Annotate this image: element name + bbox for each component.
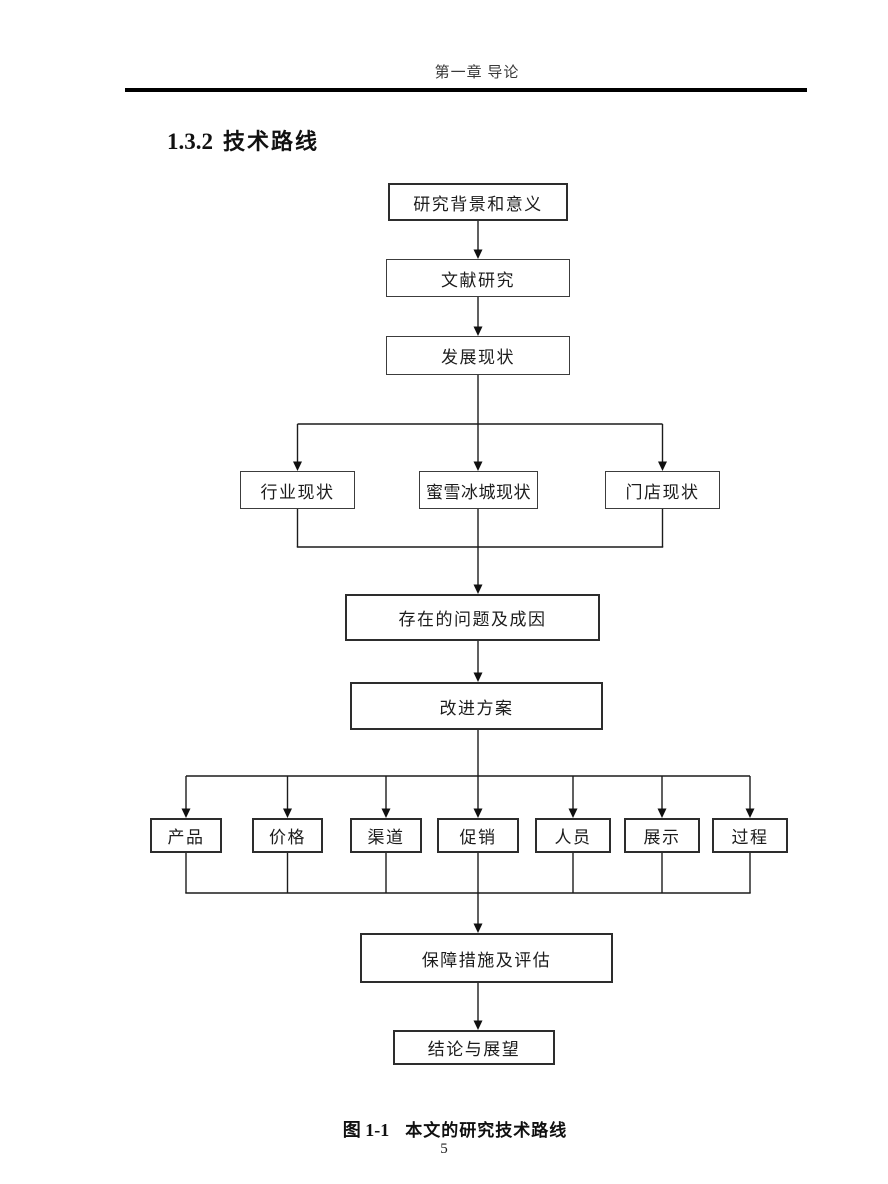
arrow-down-icon — [473, 249, 483, 259]
arrow-down-icon — [181, 808, 191, 818]
node-industry-status: 行业现状 — [240, 471, 355, 509]
section-heading: 1.3.2 技术路线 — [167, 124, 319, 156]
section-number: 1.3.2 — [167, 129, 213, 154]
arrow-down-icon — [293, 461, 302, 471]
arrow-down-icon — [283, 808, 292, 818]
node-store-status: 门店现状 — [605, 471, 720, 509]
node-process: 过程 — [712, 818, 788, 853]
node-place: 渠道 — [350, 818, 422, 853]
node-literature-review: 文献研究 — [386, 259, 570, 297]
node-mixue-status: 蜜雪冰城现状 — [419, 471, 538, 509]
arrow-down-icon — [473, 672, 483, 682]
node-research-background: 研究背景和意义 — [388, 183, 568, 221]
arrow-down-icon — [473, 923, 483, 933]
node-promotion: 促销 — [437, 818, 519, 853]
arrow-down-icon — [473, 461, 483, 471]
arrow-down-icon — [473, 808, 483, 818]
arrow-down-icon — [473, 326, 483, 336]
node-development-status: 发展现状 — [386, 336, 570, 375]
figure-caption-label: 图 1-1 — [342, 1120, 390, 1140]
arrow-down-icon — [657, 808, 667, 818]
arrow-down-icon — [745, 808, 755, 818]
page-number: 5 — [440, 1141, 448, 1157]
arrow-down-icon — [473, 584, 483, 594]
node-conclusion-outlook: 结论与展望 — [393, 1030, 555, 1065]
arrow-down-icon — [473, 1020, 483, 1030]
header-rule — [125, 88, 807, 92]
section-title: 技术路线 — [223, 129, 320, 154]
node-display: 展示 — [624, 818, 700, 853]
node-product: 产品 — [150, 818, 222, 853]
node-problems-causes: 存在的问题及成因 — [345, 594, 600, 641]
figure-caption: 图 1-1 本文的研究技术路线 — [343, 1116, 568, 1142]
node-people: 人员 — [535, 818, 611, 853]
node-price: 价格 — [252, 818, 323, 853]
running-header: 第一章 导论 — [434, 65, 520, 81]
arrow-down-icon — [381, 808, 391, 818]
figure-caption-text: 本文的研究技术路线 — [405, 1121, 568, 1140]
arrow-down-icon — [568, 808, 578, 818]
node-safeguard-evaluation: 保障措施及评估 — [360, 933, 613, 983]
node-improvement-plan: 改进方案 — [350, 682, 603, 730]
arrow-down-icon — [658, 461, 667, 471]
